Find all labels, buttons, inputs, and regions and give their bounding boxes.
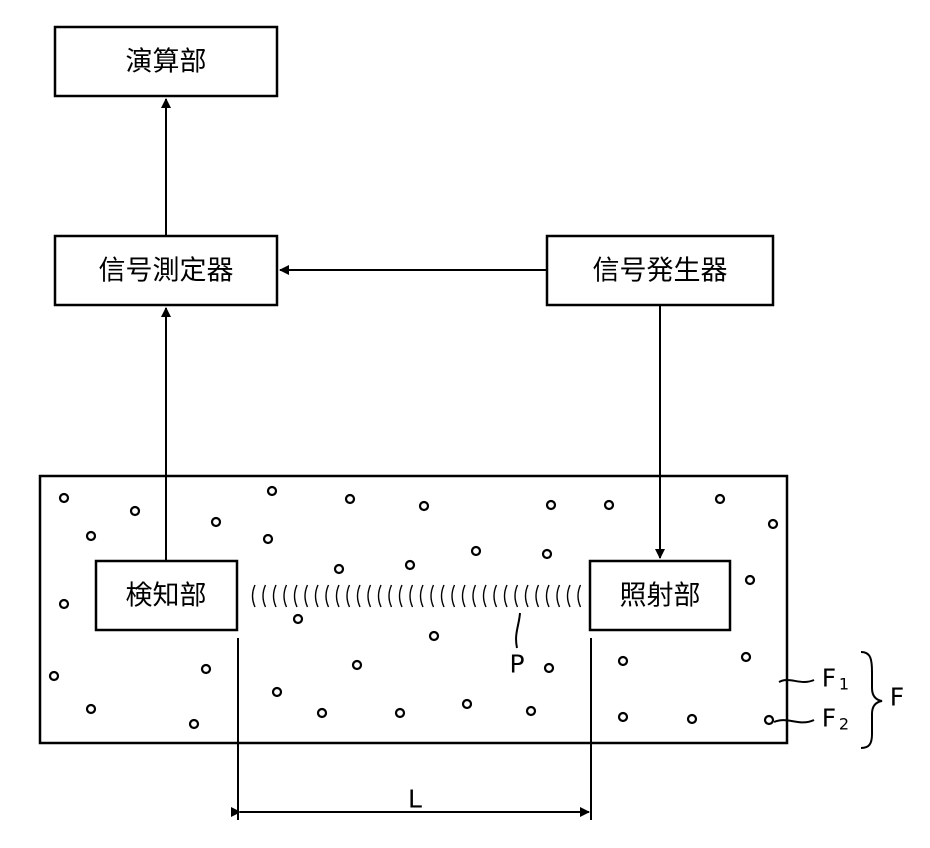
particles: [48, 485, 779, 730]
wave-arc: [272, 584, 277, 608]
particle: [129, 505, 141, 517]
distance-label: L: [408, 785, 422, 814]
particle: [188, 718, 200, 730]
particle: [262, 533, 274, 545]
wave-arc: [514, 584, 519, 608]
fluid-1-leader: [778, 679, 815, 683]
irradiator-block: 照射部: [588, 559, 732, 632]
signal-meter-block: 信号測定器: [53, 234, 279, 307]
signal-wave: [251, 584, 582, 608]
particle: [686, 713, 698, 725]
particle: [48, 670, 60, 682]
wave-arc: [251, 584, 256, 608]
wave-arc: [388, 584, 393, 608]
wave-arc: [325, 584, 330, 608]
particle: [85, 703, 97, 715]
wave-arc: [293, 584, 298, 608]
wave-arc: [566, 584, 571, 608]
particle: [617, 711, 629, 723]
particle: [470, 545, 482, 557]
particle: [266, 485, 278, 497]
particle: [545, 499, 557, 511]
fluid-2-leader: [773, 719, 815, 724]
particle: [714, 493, 726, 505]
particle: [271, 686, 283, 698]
wave-arc: [367, 584, 372, 608]
compute-unit-label: 演算部: [126, 47, 207, 78]
fluid-1-subscript: 1: [839, 675, 849, 694]
fluid-group-label: F: [890, 683, 904, 712]
fluid-group-brace: [860, 651, 883, 749]
particle: [744, 574, 756, 586]
particle: [316, 707, 328, 719]
signal-generator-block: 信号発生器: [545, 234, 775, 307]
signal-path-label: P: [509, 650, 524, 679]
particle: [344, 493, 356, 505]
detector-label: 検知部: [126, 581, 207, 612]
wave-arc: [545, 584, 550, 608]
wave-arc: [482, 584, 487, 608]
wave-arc: [314, 584, 319, 608]
fluid-2-label: F: [822, 704, 836, 733]
wave-arc: [335, 584, 340, 608]
particle: [85, 530, 97, 542]
wave-arc: [524, 584, 529, 608]
wave-arc: [556, 584, 561, 608]
wave-arc: [430, 584, 435, 608]
particle: [541, 548, 553, 560]
wave-arc: [346, 584, 351, 608]
wave-arc: [377, 584, 382, 608]
particle: [404, 559, 416, 571]
wave-arc: [398, 584, 403, 608]
particle: [292, 613, 304, 625]
particle: [617, 655, 629, 667]
particle: [603, 499, 615, 511]
particle: [525, 705, 537, 717]
wave-arc: [262, 584, 267, 608]
particle: [58, 492, 70, 504]
particle: [351, 659, 363, 671]
particle: [763, 714, 775, 726]
wave-arc: [440, 584, 445, 608]
particle: [767, 518, 779, 530]
compute-unit-block: 演算部: [53, 25, 279, 98]
wave-arc: [503, 584, 508, 608]
irradiator-label: 照射部: [620, 581, 701, 612]
signal-meter-label: 信号測定器: [99, 256, 234, 287]
signal-path-leader: [515, 612, 521, 649]
detector-block: 検知部: [94, 559, 239, 632]
particle: [333, 563, 345, 575]
particle: [740, 651, 752, 663]
particle: [200, 663, 212, 675]
wave-arc: [451, 584, 456, 608]
particle: [58, 598, 70, 610]
signal-generator-label: 信号発生器: [593, 256, 728, 287]
fluid-1-label: F: [822, 664, 836, 693]
wave-arc: [304, 584, 309, 608]
wave-arc: [461, 584, 466, 608]
wave-arc: [577, 584, 582, 608]
particle: [461, 698, 473, 710]
particle: [428, 630, 440, 642]
wave-arc: [283, 584, 288, 608]
wave-arc: [535, 584, 540, 608]
wave-arc: [356, 584, 361, 608]
wave-arc: [493, 584, 498, 608]
particle: [543, 662, 555, 674]
wave-arc: [472, 584, 477, 608]
particle: [394, 707, 406, 719]
wave-arc: [419, 584, 424, 608]
fluid-2-subscript: 2: [839, 715, 849, 734]
particle: [418, 500, 430, 512]
wave-arc: [409, 584, 414, 608]
particle: [210, 516, 222, 528]
